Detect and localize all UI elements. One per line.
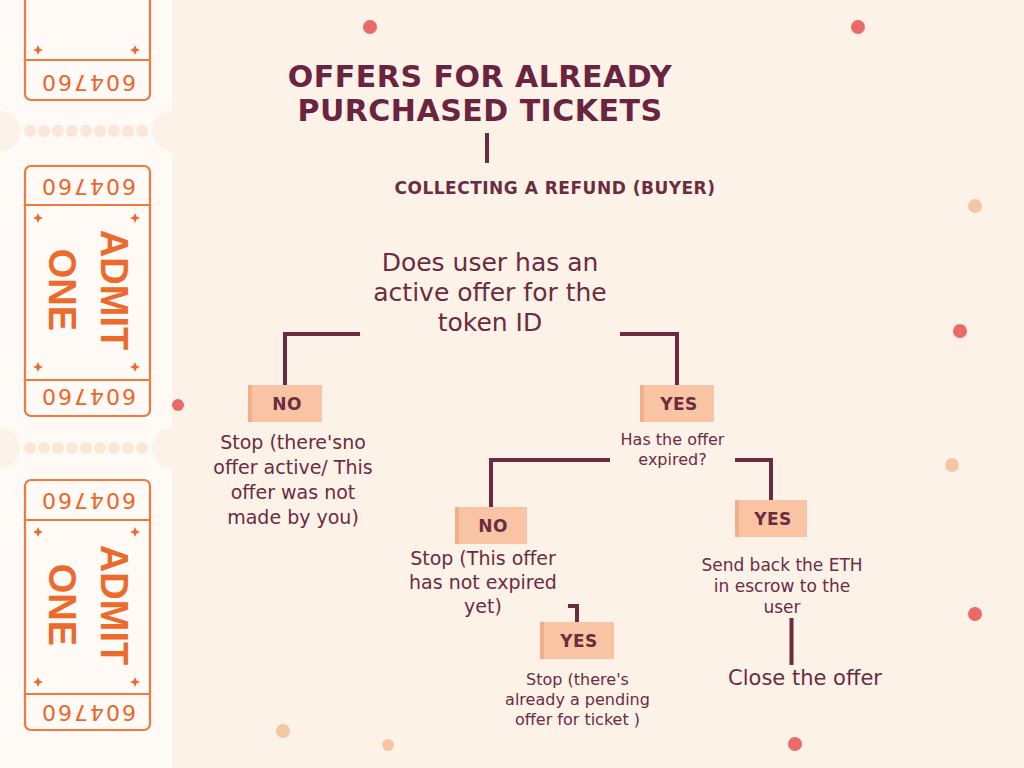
answer-label: NO bbox=[272, 394, 302, 414]
answer-box: YES bbox=[735, 500, 807, 537]
connector-line bbox=[620, 334, 677, 385]
label-text: ADMIT ONE bbox=[36, 220, 140, 360]
ticket-number: 604760 bbox=[28, 68, 148, 96]
outcome-text: Stop (This offer has not expired yet) bbox=[398, 546, 568, 618]
action-text: Close the offer bbox=[715, 665, 895, 692]
title-stem bbox=[485, 133, 489, 163]
diagram-title: OFFERS FOR ALREADY PURCHASED TICKETS bbox=[288, 59, 672, 128]
ticket-notch bbox=[0, 428, 20, 468]
ticket-strip bbox=[0, 0, 172, 768]
answer-label: YES bbox=[754, 509, 792, 529]
ticket-notch bbox=[152, 111, 192, 151]
node-text: Has the offer expired? bbox=[610, 430, 735, 470]
ticket-number: 604760 bbox=[28, 382, 148, 410]
label-text: 604760 bbox=[40, 174, 136, 199]
label-text: 604760 bbox=[40, 70, 136, 95]
decision-text: Does user has an active offer for the to… bbox=[360, 248, 620, 338]
answer-label: NO bbox=[478, 516, 508, 536]
outcome-text: Stop (there's already a pending offer fo… bbox=[500, 670, 655, 730]
connector-line bbox=[285, 334, 360, 385]
answer-box: YES bbox=[640, 385, 714, 422]
ticket-admit: ADMIT ONE bbox=[36, 535, 140, 675]
answer-label: YES bbox=[660, 394, 698, 414]
decision-text: Has the offer expired? bbox=[610, 430, 735, 470]
action-text: Send back the ETH in escrow to the user bbox=[696, 555, 868, 618]
node-text: Stop (there's already a pending offer fo… bbox=[500, 670, 655, 730]
outcome-text: Stop (there'sno offer active/ This offer… bbox=[204, 430, 382, 530]
dot bbox=[172, 399, 184, 411]
answer-box: NO bbox=[455, 507, 527, 544]
perforation bbox=[24, 125, 148, 454]
ticket-notch bbox=[0, 111, 20, 151]
connector-line bbox=[491, 460, 610, 507]
connector-line bbox=[568, 606, 577, 622]
node-text: Stop (there'sno offer active/ This offer… bbox=[204, 430, 382, 530]
node-text: Close the offer bbox=[715, 665, 895, 692]
dot bbox=[276, 20, 982, 751]
ticket-star bbox=[33, 45, 140, 687]
answer-label: YES bbox=[560, 631, 598, 651]
node-text: Does user has an active offer for the to… bbox=[360, 248, 620, 338]
label-text: 604760 bbox=[40, 488, 136, 513]
ticket-number: 604760 bbox=[28, 698, 148, 726]
label-text: 604760 bbox=[40, 384, 136, 409]
title-block: OFFERS FOR ALREADY PURCHASED TICKETS bbox=[270, 60, 690, 128]
ticket-notch bbox=[152, 428, 192, 468]
answer-box: NO bbox=[248, 385, 322, 422]
ticket-admit: ADMIT ONE bbox=[36, 220, 140, 360]
ticket-number: 604760 bbox=[28, 172, 148, 200]
node-text: Stop (This offer has not expired yet) bbox=[398, 546, 568, 618]
answer-box: YES bbox=[540, 622, 614, 659]
ticket-number: 604760 bbox=[28, 486, 148, 514]
label-text: ADMIT ONE bbox=[36, 535, 140, 675]
ticket-outline bbox=[25, 0, 150, 730]
connector-line bbox=[735, 460, 771, 500]
node-text: Send back the ETH in escrow to the user bbox=[696, 555, 868, 618]
section-subtitle: COLLECTING A REFUND (BUYER) bbox=[355, 177, 755, 199]
label-text: COLLECTING A REFUND (BUYER) bbox=[395, 178, 716, 198]
connector-line bbox=[790, 618, 794, 665]
label-text: 604760 bbox=[40, 700, 136, 725]
